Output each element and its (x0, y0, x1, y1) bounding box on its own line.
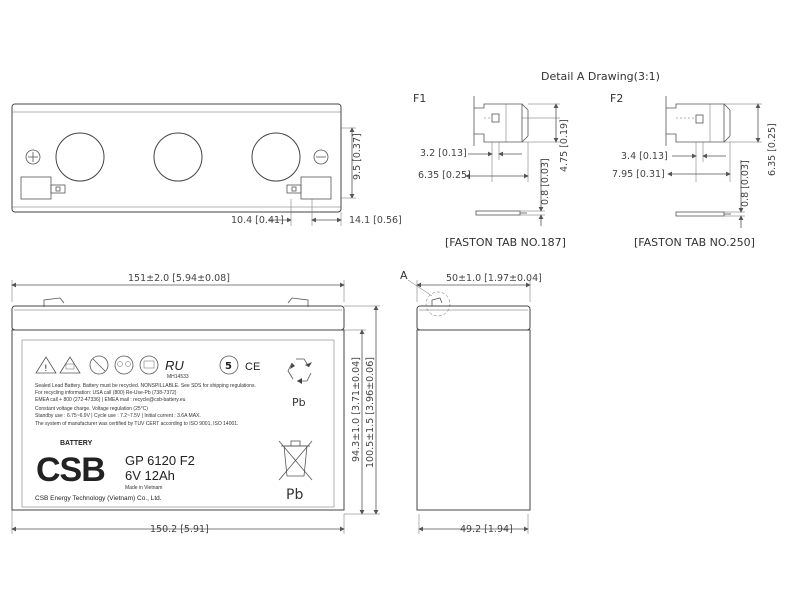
crossed-bin-icon: Pb (278, 440, 313, 503)
top-vent-circle-left (55, 132, 105, 182)
f2-label: F2 (610, 92, 623, 105)
battery-case (11, 329, 345, 511)
f1-dim-b: 6.35 [0.25] (418, 170, 471, 181)
corrosive-icon (59, 356, 81, 374)
top-dim-right: 14.1 [0.56] (349, 215, 402, 226)
terminal-tab-right (300, 176, 332, 200)
eye-protection-icon (114, 355, 134, 375)
detail-title: Detail A Drawing(3:1) (541, 70, 660, 83)
recycle-icon: Pb (287, 358, 312, 409)
f2-dim-a: 3.4 [0.13] (621, 151, 668, 162)
model-number: GP 6120 F2 (125, 453, 195, 468)
detail-circle (425, 291, 451, 317)
front-terminal-left (43, 297, 65, 307)
label-line-1: Sealed Lead Battery. Battery must be rec… (35, 383, 256, 389)
csb-logo: CSB (36, 451, 105, 489)
detail-marker: A (400, 269, 408, 282)
side-dim-top-width: 50±1.0 [1.97±0.04] (446, 273, 542, 284)
label-line-4: Constant voltage charge. Voltage regulat… (35, 406, 148, 412)
negative-terminal-icon (313, 149, 329, 165)
rating: 6V 12Ah (125, 468, 175, 483)
label-line-3: EMEA call + 800 (272-47336) | EMEA mail … (35, 397, 186, 403)
top-view: 9.5 [0.37] 10.4 [0.41] 14.1 [0.56] (11, 103, 402, 226)
positive-terminal-icon (25, 149, 41, 165)
svg-text:5: 5 (225, 361, 232, 372)
f2-dim-b: 7.95 [0.31] (612, 169, 665, 180)
front-dim-total-height: 100.5±1.5 [3.96±0.06] (365, 357, 376, 468)
f2-caption: [FASTON TAB NO.250] (634, 236, 755, 249)
detail-f2: F2 6.35 [0.25] 3.4 [0.13] 7.95 [0.31] 0.… (610, 92, 778, 249)
front-dim-inner-height: 94.3±1.0 [3.71±0.04] (351, 357, 362, 462)
top-vent-circle-center (153, 132, 203, 182)
label-line-5: Standby use : 6.75~6.9V | Cycle use : 7.… (35, 413, 201, 419)
f1-dim-a: 3.2 [0.13] (420, 148, 467, 159)
top-dim-height: 9.5 [0.37] (352, 133, 363, 180)
side-case (416, 329, 531, 511)
pb-top: Pb (292, 396, 306, 409)
ul-recognized-icon: RU MH14533 (165, 358, 189, 380)
no-fire-icon (89, 355, 109, 375)
origin: Made in Vietnam (125, 485, 162, 491)
top-dim-left: 10.4 [0.41] (231, 215, 284, 226)
top-vent-circle-right (251, 132, 301, 182)
front-dim-top-width: 151±2.0 [5.94±0.08] (128, 273, 230, 284)
side-view: A 50±1.0 [1.97±0.04] 49.2 [1.94] (400, 269, 542, 535)
warning-triangle-icon: ! (35, 356, 57, 374)
f2-dim-d: 6.35 [0.25] (767, 123, 778, 176)
front-dim-bottom-width: 150.2 [5.91] (150, 524, 209, 535)
f2-dim-c: 0.8 [0.03] (740, 160, 751, 207)
read-manual-icon (139, 355, 159, 375)
front-terminal-right (287, 297, 309, 307)
cert-code: MH14533 (167, 374, 189, 380)
ce-mark-icon: CE (245, 361, 260, 373)
side-dim-bottom-width: 49.2 [1.94] (460, 524, 513, 535)
company-name: CSB Energy Technology (Vietnam) Co., Ltd… (35, 495, 162, 502)
label-line-6: The system of manufacturer was certified… (35, 421, 238, 427)
f1-label: F1 (413, 92, 426, 105)
f1-dim-c: 0.8 [0.03] (540, 158, 551, 205)
brand-small: BATTERY (60, 440, 93, 447)
detail-f1: F1 4.75 [0.19] 3.2 [0.13] 6.35 [0.25] 0.… (413, 92, 570, 249)
pb-bottom: Pb (286, 487, 303, 503)
front-view: 151±2.0 [5.94±0.08] 94.3±1.0 [3.71±0.04]… (11, 273, 380, 535)
cert-5-icon: 5 (219, 355, 239, 375)
label-line-2: For recycling information: USA call (800… (35, 390, 177, 396)
terminal-tab-left (20, 176, 52, 200)
svg-text:!: ! (44, 364, 48, 374)
f1-caption: [FASTON TAB NO.187] (445, 236, 566, 249)
f1-dim-d: 4.75 [0.19] (559, 119, 570, 172)
battery-lid (11, 305, 345, 331)
svg-text:RU: RU (165, 358, 184, 373)
